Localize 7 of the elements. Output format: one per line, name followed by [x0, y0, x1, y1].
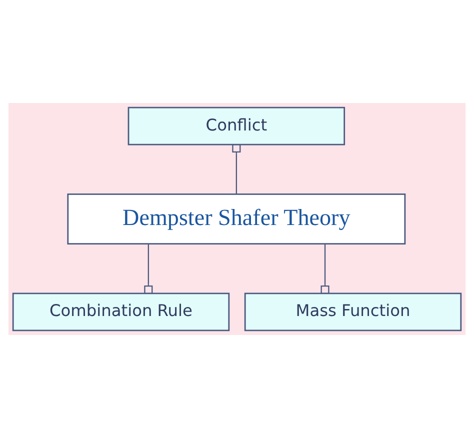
node-box: Combination Rule [12, 292, 230, 331]
connector [232, 143, 241, 194]
node-box: Dempster Shafer Theory [67, 193, 406, 244]
connector [320, 243, 330, 294]
node-box: Conflict [128, 106, 346, 145]
node-box: Mass Function [244, 292, 462, 331]
connector [144, 243, 153, 294]
